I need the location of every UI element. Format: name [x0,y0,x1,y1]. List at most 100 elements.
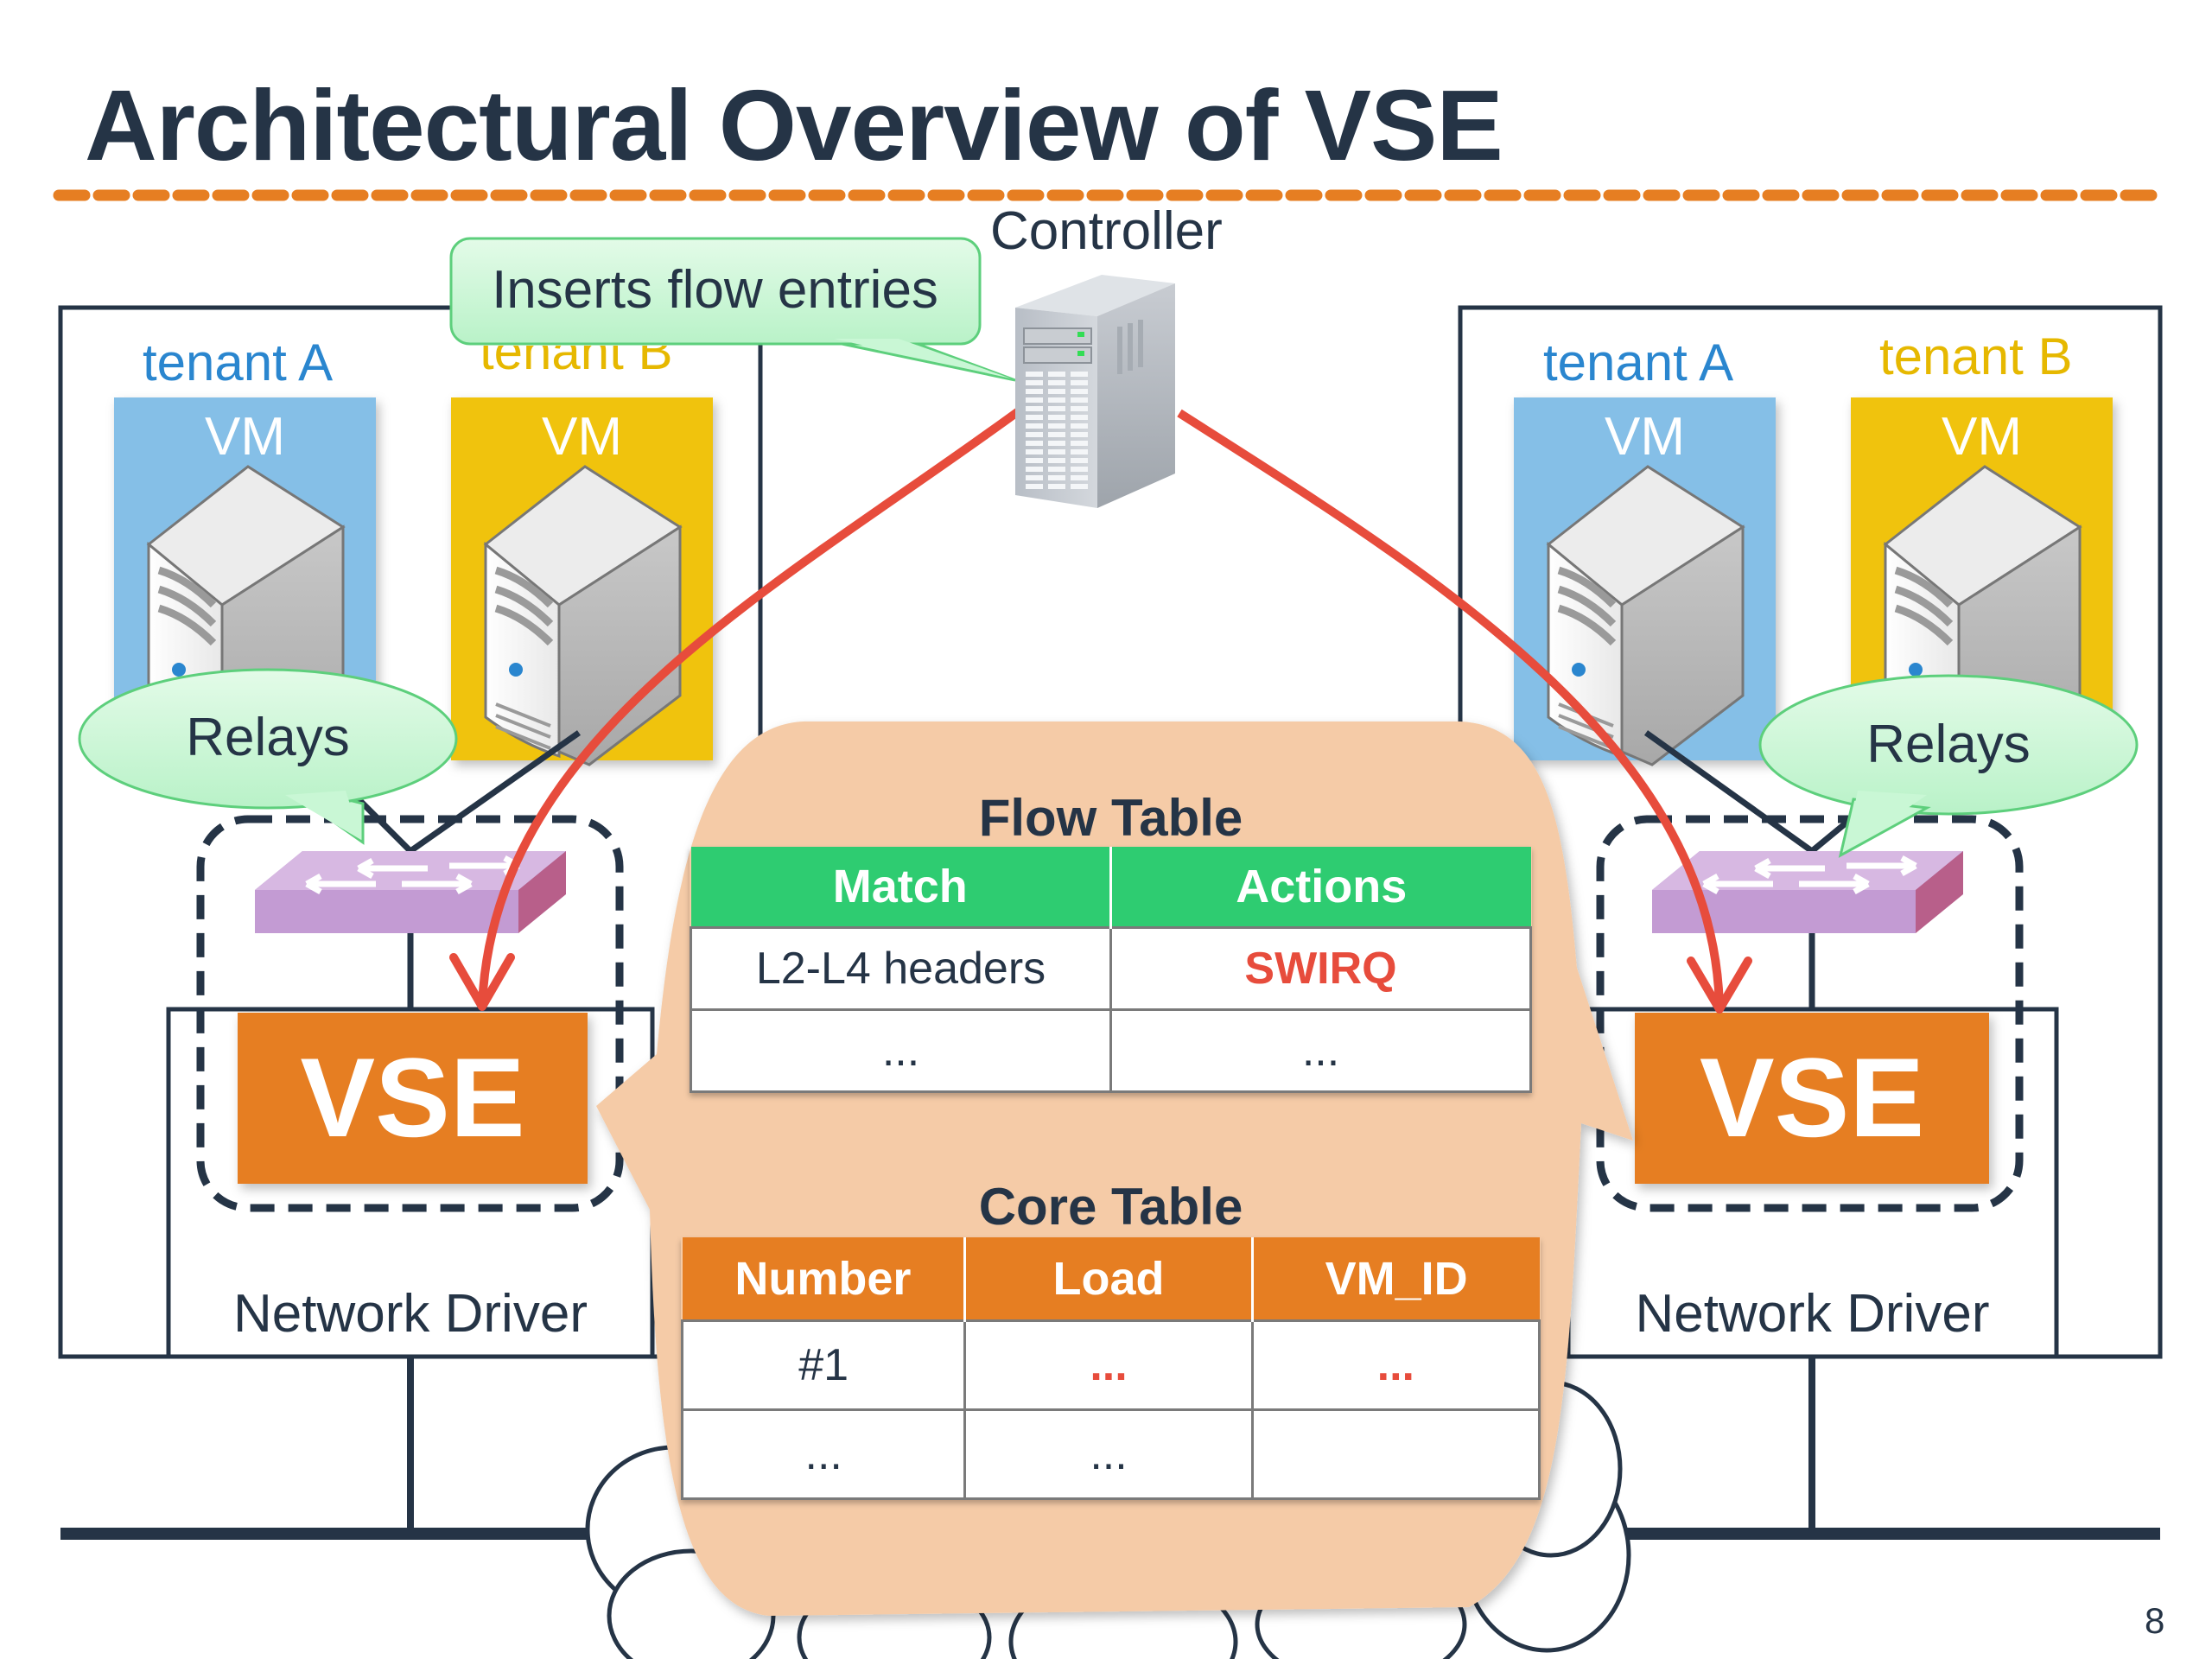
slide-title: Architectural Overview of VSE [85,69,1503,181]
relays-bubble-right [1758,674,2139,858]
flow-arrow-right-head [1687,957,1752,1014]
controller-drive-bay [1048,475,1065,480]
controller-drive-bay [1026,415,1043,420]
switch-icon-left [255,851,566,933]
vse-box-left [238,1013,588,1184]
controller-drive-bay [1048,484,1065,489]
tenant-a-label-left: tenant A [143,334,334,391]
controller-drive-bay [1071,389,1088,394]
controller-drive-bay [1071,441,1088,446]
controller-drive-bay [1048,415,1065,420]
core-cell-number: ... [680,1408,967,1500]
core-cell-load: ... [963,1319,1254,1411]
table-row: #1 ... ... [680,1319,1541,1411]
controller-drive-bay [1048,432,1065,437]
table-row: ... ... [680,1408,1541,1500]
flow-table-header-row: Match Actions [690,847,1531,928]
relays-text-left: Relays [186,708,350,767]
controller-drive-bay [1071,475,1088,480]
controller-drive-bay [1026,458,1043,463]
controller-drive-bay [1026,467,1043,472]
controller-drive-bay [1026,380,1043,385]
flow-table-header-match: Match [690,847,1112,928]
controller-drive-bay [1026,449,1043,454]
flow-arrow-right [1177,409,1724,1010]
controller-drive-bay [1071,415,1088,420]
inserts-bubble [449,237,1016,382]
controller-drive-bay [1048,397,1065,403]
network-driver-label-right: Network Driver [1635,1284,1990,1344]
controller-drive-bay [1026,406,1043,411]
controller-drive-bay [1071,372,1088,377]
controller-drive-bay [1071,380,1088,385]
switch-icon-right [1652,851,1963,933]
controller-drive-bay [1071,423,1088,429]
table-row: L2-L4 headers SWIRQ [690,926,1532,1011]
controller-drive-bay [1026,441,1043,446]
controller-drive-bay [1026,372,1043,377]
controller-drive-bay [1071,467,1088,472]
controller-drive-bay [1026,484,1043,489]
flow-cell-match: ... [690,1008,1112,1093]
flow-table-header-actions: Actions [1110,847,1531,928]
core-table-header-row: Number Load VM_ID [682,1237,1540,1321]
controller-drive-bay [1048,380,1065,385]
controller-drive-bay [1026,432,1043,437]
core-cell-vmid: ... [1250,1319,1541,1411]
tenant-b-label-right: tenant B [1879,327,2073,385]
core-table-header-vmid: VM_ID [1252,1237,1540,1321]
controller-drive-bay [1071,406,1088,411]
flow-arrow-left [478,406,1022,1007]
core-cell-load: ... [963,1408,1254,1500]
controller-drive-bay [1071,484,1088,489]
controller-server-icon [1015,275,1175,508]
inserts-bubble-text: Inserts flow entries [492,260,938,320]
controller-drive-bay [1048,406,1065,411]
controller-drive-bay [1048,441,1065,446]
flow-cell-action: SWIRQ [1109,926,1532,1011]
page-number: 8 [2145,1600,2165,1641]
controller-drive-bay [1026,397,1043,403]
vm-label-left-b: VM [542,407,622,467]
network-driver-label-left: Network Driver [233,1284,588,1344]
flow-cell-action: ... [1109,1008,1532,1093]
core-table: Number Load VM_ID #1 ... ... ... ... [680,1237,1541,1500]
flow-cell-match: L2-L4 headers [690,926,1112,1011]
controller-drive-bay [1048,423,1065,429]
vm-label-right-b: VM [1942,407,2022,467]
controller-drive-bay [1071,449,1088,454]
tenant-b-label-left: tenant B [480,322,673,380]
controller-drive-bay [1026,423,1043,429]
core-table-header-number: Number [682,1237,967,1321]
vse-group-right [1596,815,2024,1212]
vm-server-icon-left-b [483,465,683,766]
controller-drive-bay [1048,458,1065,463]
vm-label-right-a: VM [1605,407,1685,467]
controller-drive-bay [1048,467,1065,472]
controller-drive-bay [1071,432,1088,437]
vse-box-right [1635,1013,1989,1184]
flow-table-title: Flow Table [978,789,1243,847]
core-cell-vmid [1250,1408,1541,1500]
controller-drive-bay [1026,389,1043,394]
relays-bubble-left [78,668,458,845]
core-table-title: Core Table [978,1178,1243,1236]
vse-label-left: VSE [300,1034,525,1160]
controller-drive-bay [1026,475,1043,480]
controller-drive-bay [1048,372,1065,377]
vse-group-left [196,815,624,1212]
core-table-header-load: Load [964,1237,1254,1321]
controller-drive-bay [1048,449,1065,454]
flow-arrow-left-head [449,953,515,1011]
table-row: ... ... [690,1008,1532,1093]
tenant-a-label-right: tenant A [1543,334,1734,391]
core-cell-number: #1 [680,1319,967,1411]
vm-link-left-b [408,730,582,854]
controller-drive-bay [1071,458,1088,463]
vm-label-left-a: VM [205,407,285,467]
vse-label-right: VSE [1699,1034,1925,1160]
vm-link-right-a [1643,730,1815,854]
flow-table: Match Actions L2-L4 headers SWIRQ ... ..… [690,847,1532,1093]
controller-drive-bay [1048,389,1065,394]
controller-label: Controller [990,201,1223,261]
